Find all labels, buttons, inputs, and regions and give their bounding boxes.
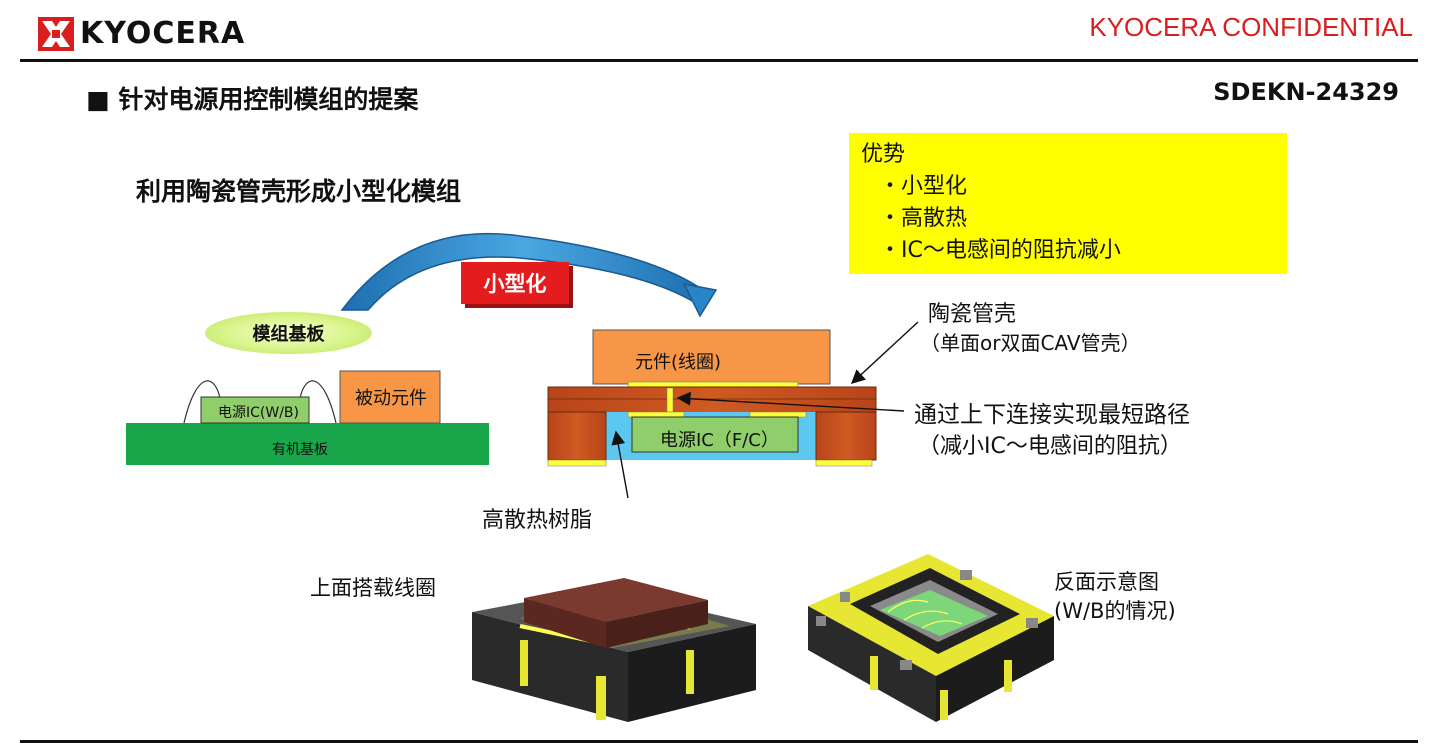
shortest-path-label: 通过上下连接实现最短路径 — [914, 402, 1190, 428]
back-view-label: 反面示意图 — [1054, 570, 1159, 594]
ceramic-package-module — [547, 329, 877, 467]
passive-component-label: 被动元件 — [355, 388, 427, 409]
organic-substrate — [126, 423, 489, 465]
ceramic-package-label: 陶瓷管壳 — [928, 302, 1017, 327]
passive-component — [339, 370, 441, 424]
wire-bond — [183, 380, 221, 424]
coil-component-label: 元件(线圈) — [635, 352, 722, 373]
power-ic-wb — [200, 396, 310, 424]
advantages-box: 优势 ・小型化 ・高散热 ・IC～电感间的阻抗减小 — [849, 133, 1287, 274]
top-mount-package-render — [472, 578, 756, 722]
thermal-resin-pointer — [611, 430, 629, 499]
advantage-item: ・高散热 — [879, 206, 968, 231]
slide-title: ■ 针对电源用控制模组的提案 — [86, 80, 418, 116]
confidential-label: KYOCERA CONFIDENTIAL — [1089, 12, 1413, 42]
bottom-pad — [815, 459, 873, 467]
bullet-square: ■ — [86, 85, 110, 114]
miniaturize-arrow — [340, 232, 718, 318]
advantage-item: ・IC～电感间的阻抗减小 — [879, 238, 1121, 263]
shortest-path-note: （减小IC～电感间的阻抗） — [918, 434, 1182, 459]
bump — [627, 411, 685, 418]
via — [666, 387, 674, 413]
kyocera-logo: KYOCERA — [38, 15, 245, 53]
document-number: SDEKN-24329 — [1213, 78, 1399, 106]
slide-title-text: 针对电源用控制模组的提案 — [118, 85, 419, 114]
top-divider — [20, 59, 1418, 62]
conventional-module — [126, 370, 489, 465]
back-view-package-render — [808, 554, 1054, 722]
miniaturize-tag: 小型化 — [461, 262, 569, 304]
back-view-note: (W/B的情况) — [1054, 599, 1176, 623]
logo-text: KYOCERA — [80, 16, 246, 51]
top-mount-label: 上面搭载线圈 — [310, 576, 436, 600]
ceramic-wall-right — [815, 411, 877, 461]
shortest-path-pointer — [676, 391, 905, 412]
ceramic-package-note: （单面or双面CAV管壳） — [920, 331, 1141, 355]
coil-component — [592, 329, 831, 385]
power-ic-wb-label: 电源IC(W/B) — [218, 405, 299, 421]
module-substrate-label: 模组基板 — [205, 312, 372, 354]
power-ic-fc — [631, 416, 799, 453]
bump — [749, 411, 807, 418]
organic-substrate-label: 有机基板 — [272, 442, 328, 458]
advantages-heading: 优势 — [861, 142, 906, 167]
ceramic-package-pointer — [850, 321, 919, 384]
ceramic-wall-left — [547, 411, 607, 461]
bottom-divider — [20, 740, 1418, 743]
thermal-resin-label: 高散热树脂 — [482, 508, 593, 533]
bottom-pad — [547, 459, 607, 467]
kyocera-logo-icon — [38, 17, 74, 51]
wire-bond — [299, 380, 337, 424]
power-ic-fc-label: 电源IC（F/C） — [660, 430, 779, 451]
advantage-item: ・小型化 — [879, 174, 968, 199]
slide-subtitle: 利用陶瓷管壳形成小型化模组 — [136, 177, 462, 206]
